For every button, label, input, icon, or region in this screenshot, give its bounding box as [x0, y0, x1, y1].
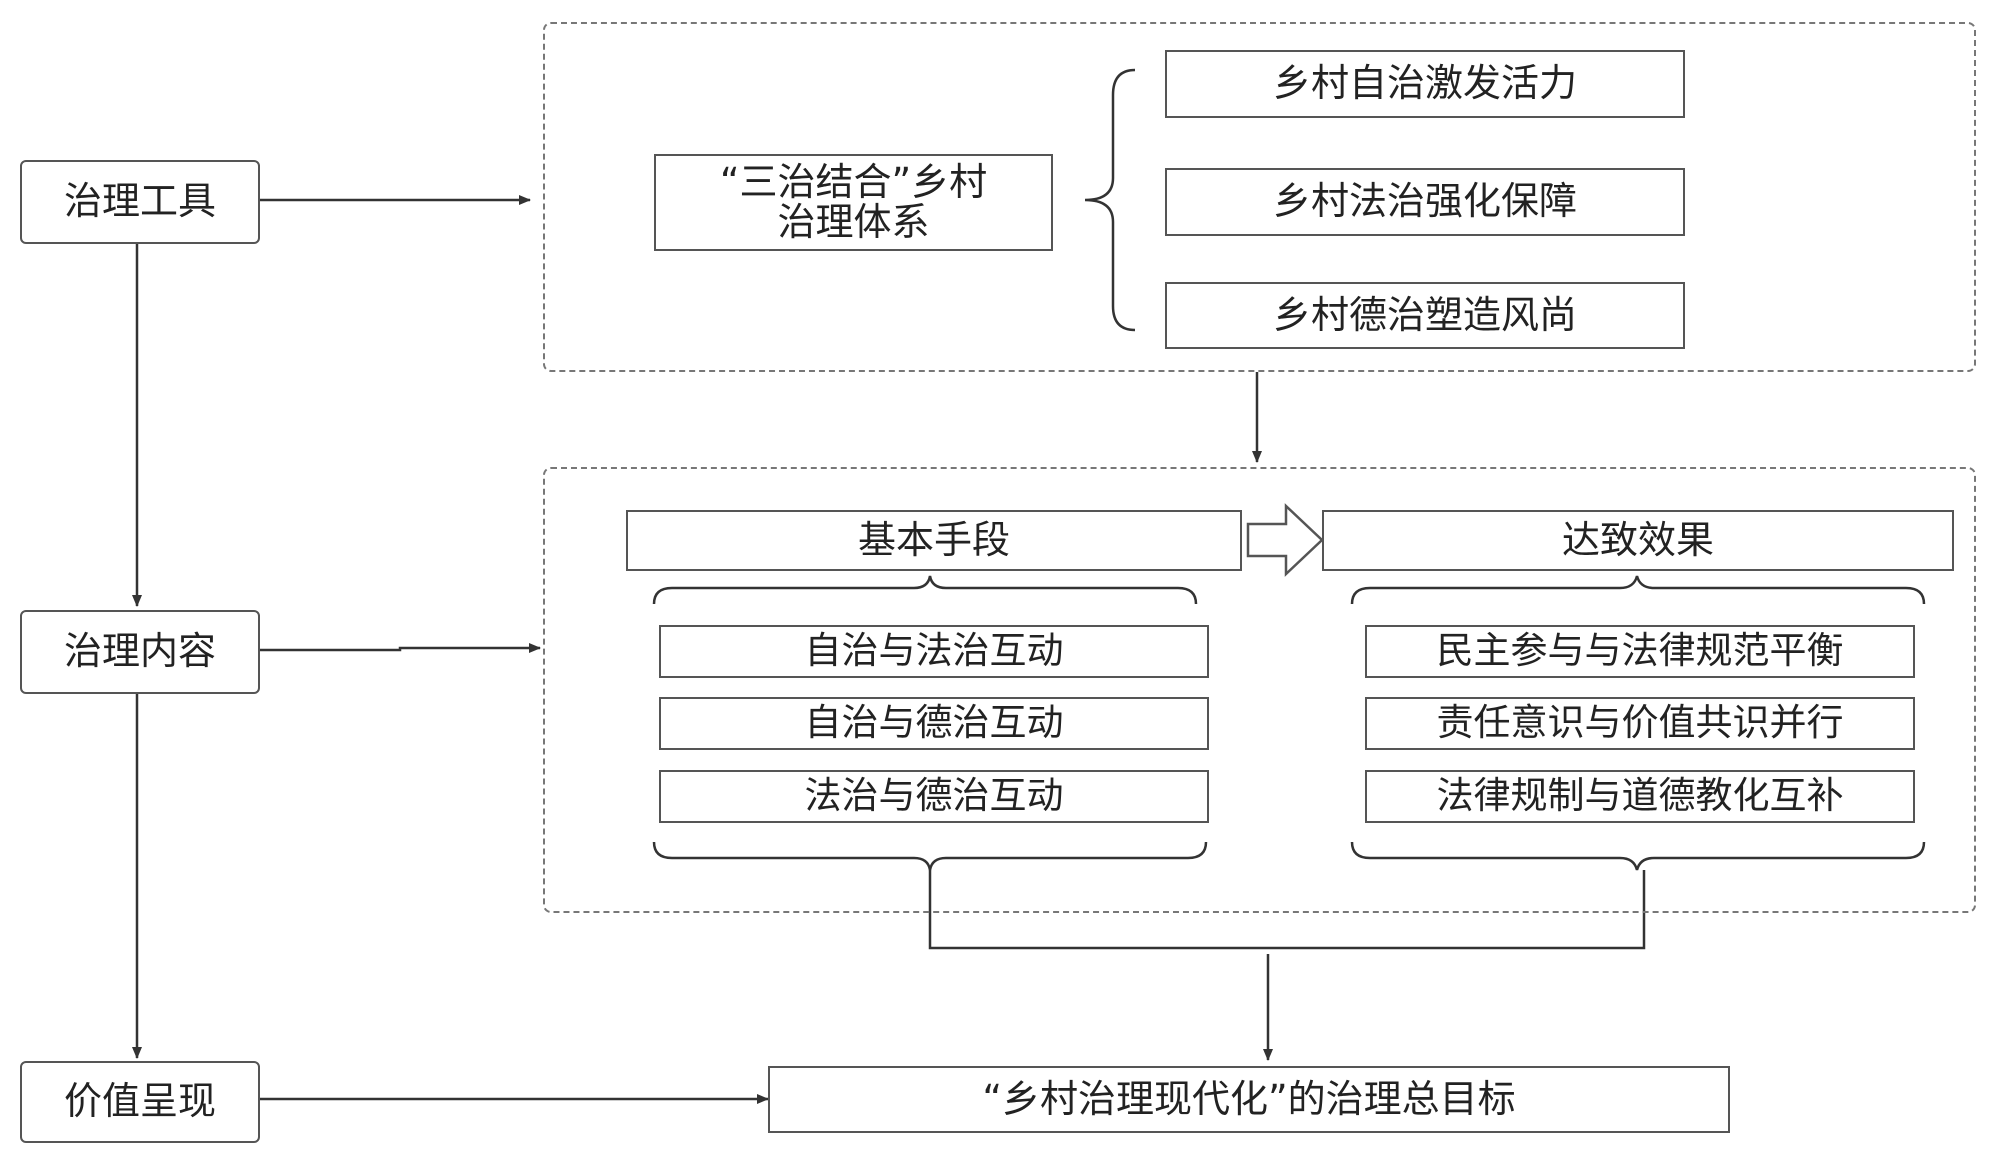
system-label-box: “三治结合”乡村 治理体系	[654, 154, 1053, 251]
branch-rule-of-law-box: 乡村法治强化保障	[1165, 168, 1685, 236]
means-item: 自治与德治互动	[659, 697, 1209, 750]
means-item: 法治与德治互动	[659, 770, 1209, 823]
means-item: 自治与法治互动	[659, 625, 1209, 678]
effects-item-label: 责任意识与价值共识并行	[1436, 701, 1844, 745]
goal-label: “乡村治理现代化”的治理总目标	[982, 1076, 1516, 1121]
stage-value-box: 价值呈现	[20, 1061, 260, 1143]
means-header-label: 基本手段	[857, 517, 1010, 562]
branch-autonomy-label: 乡村自治激发活力	[1272, 61, 1577, 106]
branch-morality-box: 乡村德治塑造风尚	[1165, 282, 1685, 349]
system-brace	[1084, 68, 1136, 332]
means-item-label: 自治与法治互动	[804, 629, 1064, 673]
means-item-label: 法治与德治互动	[804, 774, 1064, 818]
means-header-box: 基本手段	[626, 510, 1242, 571]
content-panel-group	[543, 467, 1976, 913]
stage-tools-box: 治理工具	[20, 160, 260, 244]
effects-header-label: 达致效果	[1561, 517, 1714, 562]
system-group	[543, 22, 1976, 372]
effects-item-label: 民主参与与法律规范平衡	[1436, 629, 1844, 673]
effects-header-box: 达致效果	[1322, 510, 1954, 571]
means-item-label: 自治与德治互动	[804, 701, 1064, 745]
merge-bracket	[928, 870, 1646, 950]
effects-item: 责任意识与价值共识并行	[1365, 697, 1915, 750]
branch-autonomy-box: 乡村自治激发活力	[1165, 50, 1685, 118]
system-label-line2: 治理体系	[777, 199, 930, 244]
effects-item: 法律规制与道德教化互补	[1365, 770, 1915, 823]
effects-bottom-brace	[1350, 841, 1926, 871]
effects-top-brace	[1350, 575, 1926, 605]
branch-morality-label: 乡村德治塑造风尚	[1272, 292, 1577, 337]
stage-content-label: 治理内容	[63, 629, 216, 674]
branch-rule-of-law-label: 乡村法治强化保障	[1272, 179, 1577, 224]
effects-item: 民主参与与法律规范平衡	[1365, 625, 1915, 678]
stage-content-box: 治理内容	[20, 610, 260, 694]
goal-box: “乡村治理现代化”的治理总目标	[768, 1066, 1730, 1133]
means-to-effects-arrow	[1246, 503, 1324, 577]
stage-tools-label: 治理工具	[63, 179, 216, 224]
effects-item-label: 法律规制与道德教化互补	[1436, 774, 1844, 818]
arrow-content-to-panel	[260, 643, 541, 653]
means-top-brace	[652, 575, 1198, 605]
system-label-line1: “三治结合”乡村	[719, 159, 988, 204]
stage-value-label: 价值呈现	[63, 1079, 216, 1124]
